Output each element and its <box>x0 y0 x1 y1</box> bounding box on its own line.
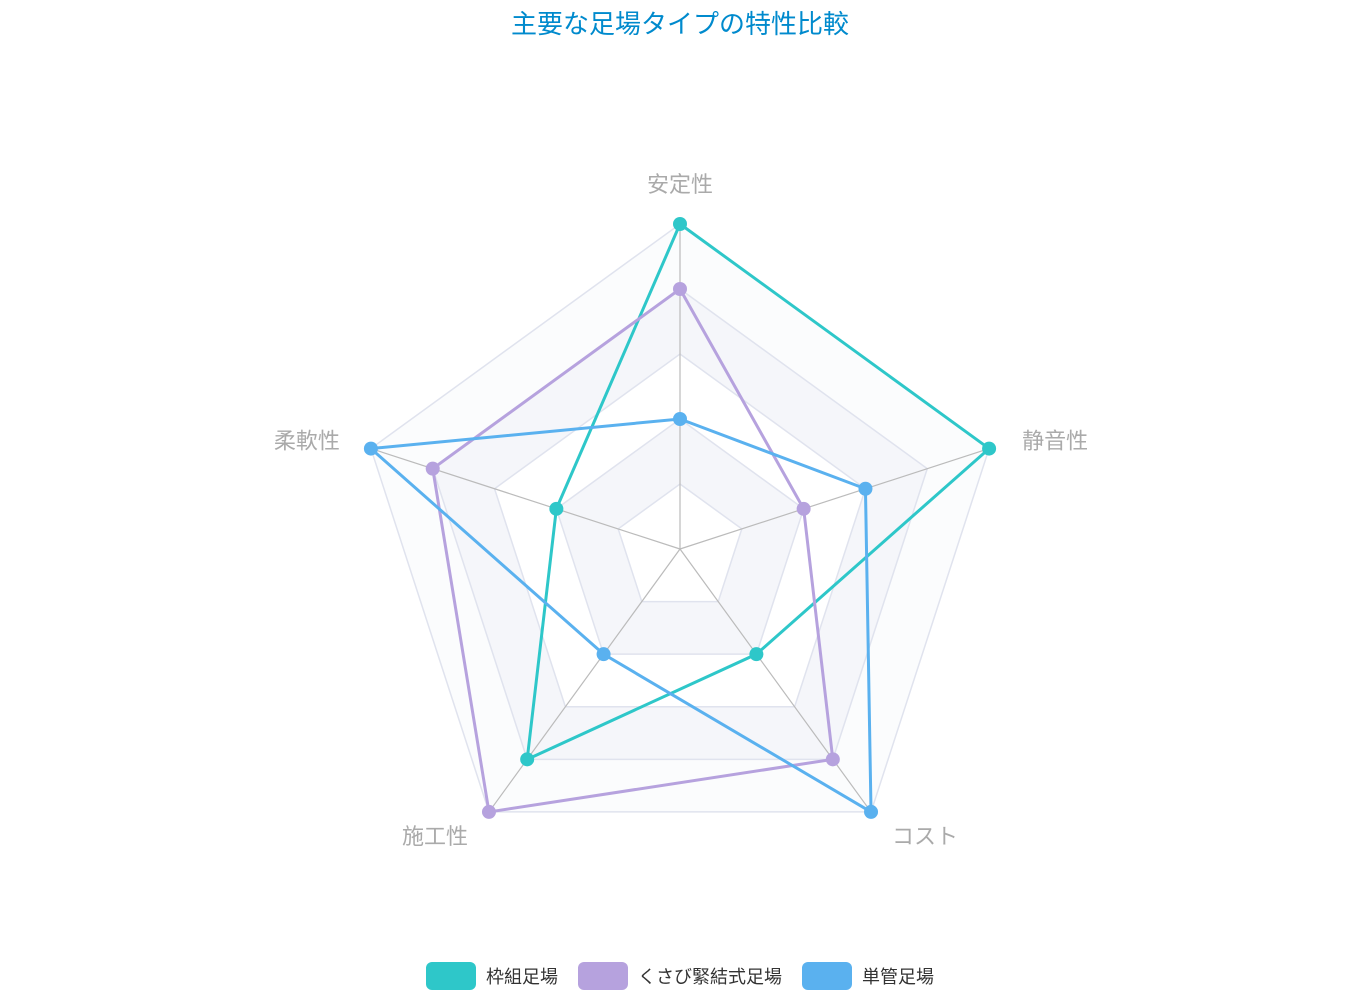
data-point <box>796 501 811 516</box>
legend-item[interactable]: くさび緊結式足場 <box>578 962 782 990</box>
data-point <box>596 647 611 662</box>
data-point <box>481 804 496 819</box>
axis-line <box>679 447 990 550</box>
data-point <box>825 752 840 767</box>
axis-label: 安定性 <box>647 173 713 198</box>
legend: 枠組足場 くさび緊結式足場 単管足場 <box>0 962 1360 990</box>
series-line <box>525 221 992 762</box>
axis-line <box>679 548 872 813</box>
axis-label: 施工性 <box>402 825 468 850</box>
legend-label: 単管足場 <box>862 967 934 988</box>
axis-line <box>370 447 681 550</box>
axis-label: 静音性 <box>1022 430 1088 455</box>
legend-item[interactable]: 枠組足場 <box>426 962 558 990</box>
data-point <box>520 752 535 767</box>
data-point <box>858 481 873 496</box>
data-point <box>673 412 687 426</box>
axis-label: コスト <box>892 825 958 850</box>
data-point <box>673 217 687 231</box>
legend-label: くさび緊結式足場 <box>638 967 782 988</box>
legend-swatch <box>426 962 476 990</box>
legend-swatch <box>578 962 628 990</box>
data-point <box>864 804 879 819</box>
chart-title: 主要な足場タイプの特性比較 <box>510 10 849 40</box>
data-point <box>982 441 997 456</box>
data-point <box>425 461 440 476</box>
data-point <box>749 647 764 662</box>
data-point <box>673 282 687 296</box>
legend-item[interactable]: 単管足場 <box>802 962 934 990</box>
axis-label: 柔軟性 <box>274 430 340 455</box>
legend-swatch <box>802 962 852 990</box>
legend-label: 枠組足場 <box>486 967 558 988</box>
series-line <box>367 417 873 815</box>
axis-line <box>488 548 681 813</box>
data-point <box>549 501 564 516</box>
data-point <box>363 441 378 456</box>
